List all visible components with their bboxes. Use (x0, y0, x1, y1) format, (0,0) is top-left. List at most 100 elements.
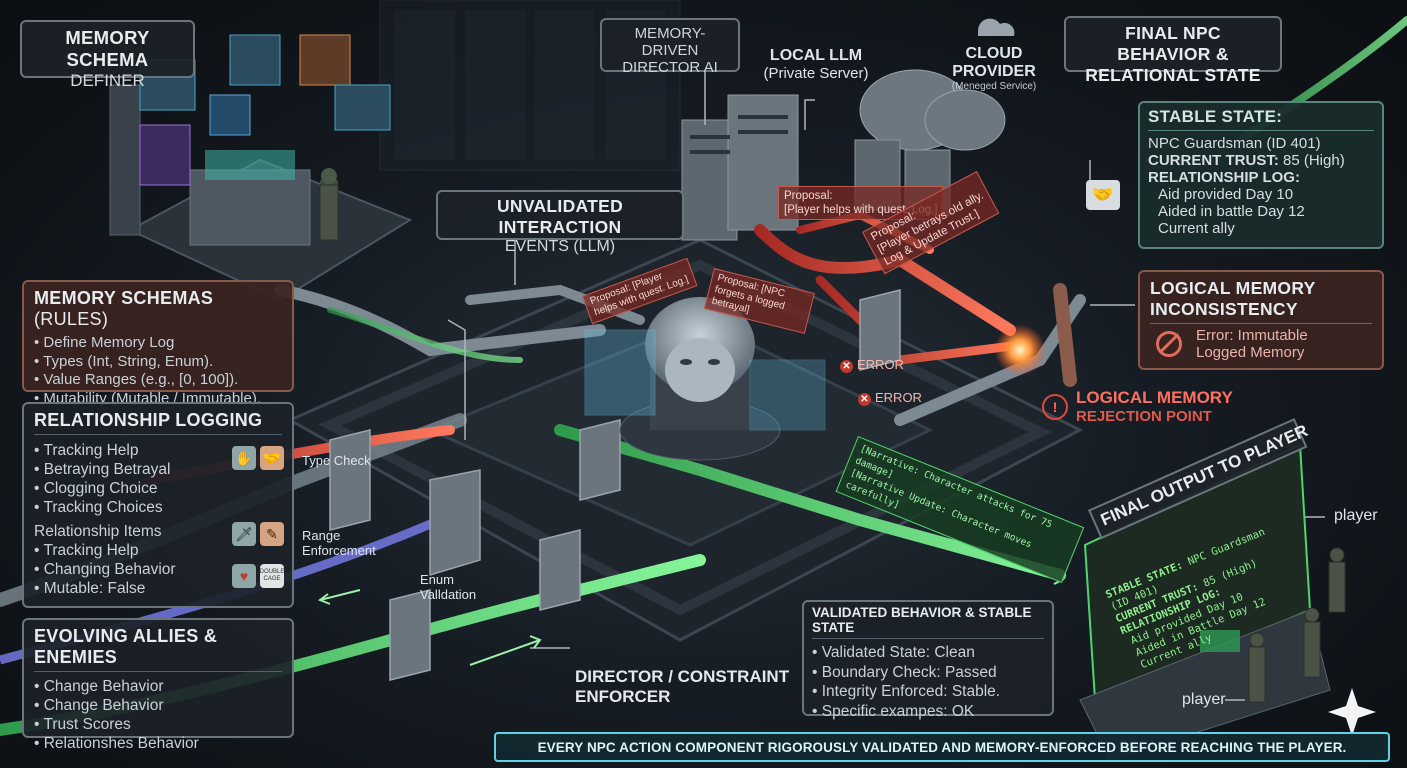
validated-title: VALIDATED BEHAVIOR & STABLE STATE (812, 605, 1044, 639)
director-line2: ENFORCER (575, 687, 671, 706)
scroll-icon: ✎ (260, 522, 284, 546)
proposal-heading: Proposal: (784, 190, 833, 202)
stable-state-trust: CURRENT TRUST: 85 (High) (1148, 152, 1374, 169)
stable-state-log-label: RELATIONSHIP LOG: (1148, 169, 1300, 186)
schema-definer-machine (109, 34, 413, 302)
relationship-list-2: Tracking Help Changing Behavior Mutable:… (34, 541, 282, 598)
inconsistency-line1: LOGICAL MEMORY (1150, 278, 1316, 298)
final-behavior-line2: RELATIONAL STATE (1085, 65, 1261, 85)
evolving-list: Change Behavior Change Behavior Trust Sc… (34, 677, 282, 753)
logical-inconsistency-panel: LOGICAL MEMORY INCONSISTENCY Error: Immu… (1138, 270, 1384, 370)
stable-log-item: Aided in battle Day 12 (1158, 203, 1305, 220)
stable-state-npc: NPC Guardsman (ID 401) (1148, 135, 1321, 152)
rejection-spark (994, 324, 1046, 376)
list-item: Types (Int, String, Enum). (34, 353, 282, 372)
item-value: Stable. (951, 683, 1001, 700)
item-value: OK (951, 702, 975, 720)
error-badge: ✕ ERROR (858, 390, 922, 406)
error-badge: ✕ ERROR (840, 357, 904, 373)
enum-line2: Valldation (420, 587, 477, 602)
player-label: player (1182, 691, 1226, 708)
sparkle-icon (1328, 688, 1376, 736)
relationship-subhead: Relationship Items (34, 523, 162, 540)
list-item: Betraying Betrayal (34, 460, 282, 479)
handshake-icon: 🤝 (260, 446, 284, 470)
cloud-line2: PROVIDER (952, 63, 1036, 80)
director-ai-head (584, 297, 826, 461)
relationship-list: Tracking Help Betraying Betrayal Cloggin… (34, 441, 282, 517)
director-line1: DIRECTOR / CONSTRAINT (575, 667, 790, 686)
item-value: Passed (944, 663, 997, 681)
local-llm-sub: (Private Server) (763, 65, 869, 82)
cloud-provider-label: CLOUD PROVIDER (Meneged Service) (944, 45, 1044, 92)
error-line1: Error: Immutable (1196, 327, 1308, 344)
handshake-icon: 🤝 (1086, 180, 1120, 210)
soldier-figures (319, 184, 1346, 703)
final-behavior-line1: FINAL NPC BEHAVIOR & (1117, 23, 1229, 64)
schemas-title: MEMORY SCHEMAS (RULES) (34, 288, 282, 330)
error-line2: Logged Memory (1196, 344, 1305, 361)
schemas-title-main: MEMORY SCHEMAS (34, 288, 214, 308)
evolving-title: EVOLVING ALLIES & ENEMIES (34, 626, 282, 672)
error-text: ERROR (875, 390, 922, 405)
unvalidated-line1: UNVALIDATED INTERACTION (496, 196, 624, 237)
error-x-icon: ✕ (858, 393, 871, 406)
error-x-icon: ✕ (840, 360, 853, 373)
badge-icon: DOUBLE CAGE (260, 564, 284, 588)
panel-subtitle: DEFINER (70, 71, 145, 90)
validation-gates (329, 289, 901, 681)
list-item: Integrity Enforced: Stable. (812, 682, 1044, 702)
rejection-point-label: ! LOGICAL MEMORY REJECTION POINT (1042, 388, 1233, 425)
cloud-sub: (Meneged Service) (951, 81, 1037, 92)
stable-log-item: Current ally (1158, 220, 1235, 237)
item-label: Boundary Check: (821, 663, 941, 681)
panel-title: MEMORY SCHEMA (65, 27, 150, 70)
heart-icon: ♥ (232, 564, 256, 588)
list-item: Boundary Check: Passed (812, 663, 1044, 683)
trust-value: 85 (High) (1283, 152, 1345, 169)
list-item: Tracking Help (34, 441, 282, 460)
error-text: ERROR (857, 357, 904, 372)
range-line2: Enforcement (302, 543, 376, 558)
stable-state-panel: STABLE STATE: NPC Guardsman (ID 401) CUR… (1138, 101, 1384, 249)
unvalidated-events-panel: UNVALIDATED INTERACTION EVENTS (LLM) (436, 190, 684, 255)
inconsistency-error: Error: Immutable Logged Memory (1150, 327, 1372, 361)
memory-schema-definer-panel: MEMORY SCHEMA DEFINER (20, 20, 195, 90)
trust-label: CURRENT TRUST: (1148, 152, 1279, 169)
validated-behavior-panel: VALIDATED BEHAVIOR & STABLE STATE Valida… (802, 600, 1054, 720)
range-line1: Range (302, 528, 341, 543)
inconsistency-line2: INCONSISTENCY (1150, 299, 1372, 324)
final-output-terminal (1079, 443, 1331, 761)
bottom-banner: EVERY NPC ACTION COMPONENT RIGOROUSLY VA… (494, 732, 1390, 762)
list-item: Define Memory Log (34, 334, 282, 353)
item-label: Specific exampes: (821, 702, 948, 720)
local-llm-title: LOCAL LLM (769, 47, 863, 64)
unvalidated-line2: EVENTS (LLM) (504, 238, 616, 255)
cloud-line1: CLOUD (965, 45, 1023, 62)
list-item: Mutable: False (34, 579, 282, 598)
warning-icon: ! (1042, 393, 1068, 420)
stable-log-item: Aid provided Day 10 (1158, 186, 1294, 203)
rejection-line1: LOGICAL MEMORY (1076, 388, 1233, 407)
banner-text: EVERY NPC ACTION COMPONENT RIGOROUSLY VA… (537, 739, 1347, 755)
schemas-list: Define Memory Log Types (Int, String, En… (34, 334, 282, 408)
list-item: Tracking Help (34, 541, 282, 560)
list-item: Clogging Choice (34, 479, 282, 498)
player-label: player (1334, 507, 1378, 524)
dagger-icon: 🗡 (232, 522, 256, 546)
list-item: Value Ranges (e.g., [0, 100]). (34, 371, 282, 390)
local-llm-label: LOCAL LLM (Private Server) (760, 47, 872, 82)
hand-icon: ✋ (232, 446, 256, 470)
list-item: Validated State: Clean (812, 643, 1044, 663)
list-item: Change Behavior (34, 696, 282, 715)
stable-state-title: STABLE STATE: (1148, 107, 1374, 131)
enum-validation-label: Enum Valldation (420, 572, 476, 602)
item-label: Validated State: (821, 644, 931, 661)
relationship-logging-title: RELATIONSHIP LOGGING (34, 410, 282, 435)
final-behavior-panel: FINAL NPC BEHAVIOR & RELATIONAL STATE (1064, 16, 1282, 85)
list-item: Changing Behavior (34, 560, 282, 579)
list-item: Tracking Choices (34, 498, 282, 517)
director-ai-line2: DIRECTOR AI (622, 59, 718, 76)
rejection-line2: REJECTION POINT (1076, 408, 1212, 425)
